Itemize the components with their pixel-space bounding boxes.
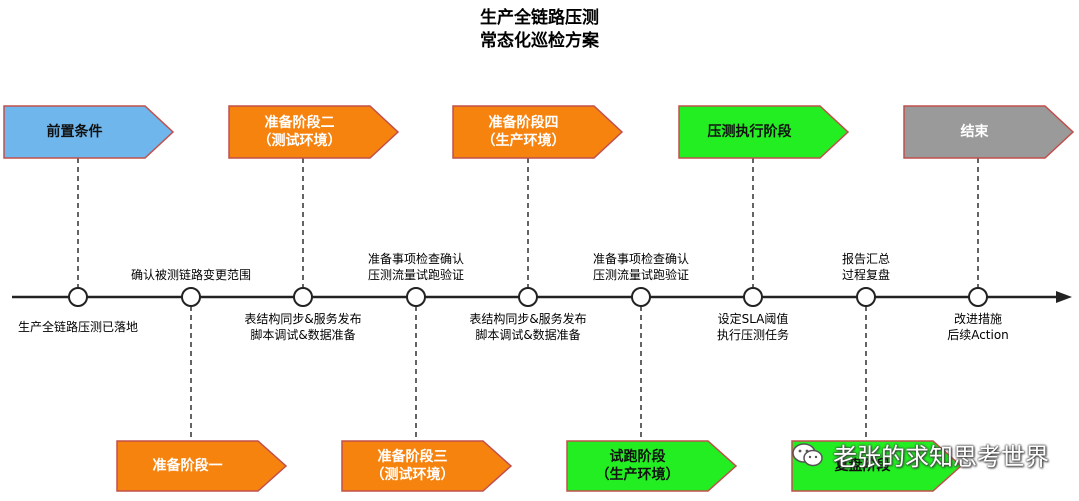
label-below-0: 生产全链路压测已落地 xyxy=(18,319,138,335)
label-above-1: 准备事项检查确认压测流量试跑验证 xyxy=(368,251,464,283)
timeline-node-5 xyxy=(631,287,651,307)
label-below-2-line: 脚本调试&数据准备 xyxy=(475,328,581,342)
top-box-4 xyxy=(903,105,1075,159)
timeline-node-4 xyxy=(518,287,538,307)
top-box-2 xyxy=(452,105,624,159)
label-below-1-line: 表结构同步&服务发布 xyxy=(244,312,362,326)
timeline-arrowhead xyxy=(1056,291,1072,303)
label-above-1-line: 准备事项检查确认 xyxy=(367,252,465,266)
diagram-title-line1: 生产全链路压测 xyxy=(480,8,599,28)
label-below-3: 设定SLA阈值执行压测任务 xyxy=(717,311,789,343)
top-box-3 xyxy=(678,105,850,159)
watermark-text: 老张的求知思考世界 xyxy=(833,443,1049,471)
wechat-icon xyxy=(792,442,823,466)
label-above-3-line: 报告汇总 xyxy=(841,252,891,266)
diagram-title-line2: 常态化巡检方案 xyxy=(480,31,599,51)
label-above-3: 报告汇总过程复盘 xyxy=(842,251,890,283)
top-box-0 xyxy=(3,105,175,159)
label-above-0: 确认被测链路变更范围 xyxy=(131,267,251,283)
label-below-1: 表结构同步&服务发布脚本调试&数据准备 xyxy=(244,311,361,343)
label-below-2-line: 表结构同步&服务发布 xyxy=(469,312,587,326)
timeline-node-1 xyxy=(181,287,201,307)
timeline-node-6 xyxy=(743,287,763,307)
timeline-node-7 xyxy=(856,287,876,307)
label-above-1-line: 压测流量试跑验证 xyxy=(367,268,465,282)
label-below-0-line: 生产全链路压测已落地 xyxy=(17,320,139,334)
label-below-4-line: 后续Action xyxy=(947,328,1009,342)
label-below-4-line: 改进措施 xyxy=(953,312,1002,326)
label-below-4: 改进措施后续Action xyxy=(947,311,1009,343)
bottom-box-0 xyxy=(116,440,288,492)
bottom-box-3 xyxy=(791,440,963,492)
bottom-box-1 xyxy=(341,440,513,492)
label-above-2-line: 压测流量试跑验证 xyxy=(592,268,690,282)
bottom-box-2 xyxy=(566,440,738,492)
label-below-3-line: 设定SLA阈值 xyxy=(717,312,789,326)
timeline-node-3 xyxy=(406,287,426,307)
label-above-2: 准备事项检查确认压测流量试跑验证 xyxy=(593,251,689,283)
timeline-node-2 xyxy=(293,287,313,307)
label-below-1-line: 脚本调试&数据准备 xyxy=(250,328,356,342)
timeline-node-0 xyxy=(68,287,88,307)
label-above-2-line: 准备事项检查确认 xyxy=(592,252,690,266)
top-box-1 xyxy=(228,105,400,159)
watermark: 老张的求知思考世界 xyxy=(791,437,1049,472)
timeline-node-8 xyxy=(968,287,988,307)
label-below-2: 表结构同步&服务发布脚本调试&数据准备 xyxy=(469,311,586,343)
label-above-0-line: 确认被测链路变更范围 xyxy=(130,268,252,282)
label-above-3-line: 过程复盘 xyxy=(841,268,891,282)
label-below-3-line: 执行压测任务 xyxy=(716,328,790,342)
